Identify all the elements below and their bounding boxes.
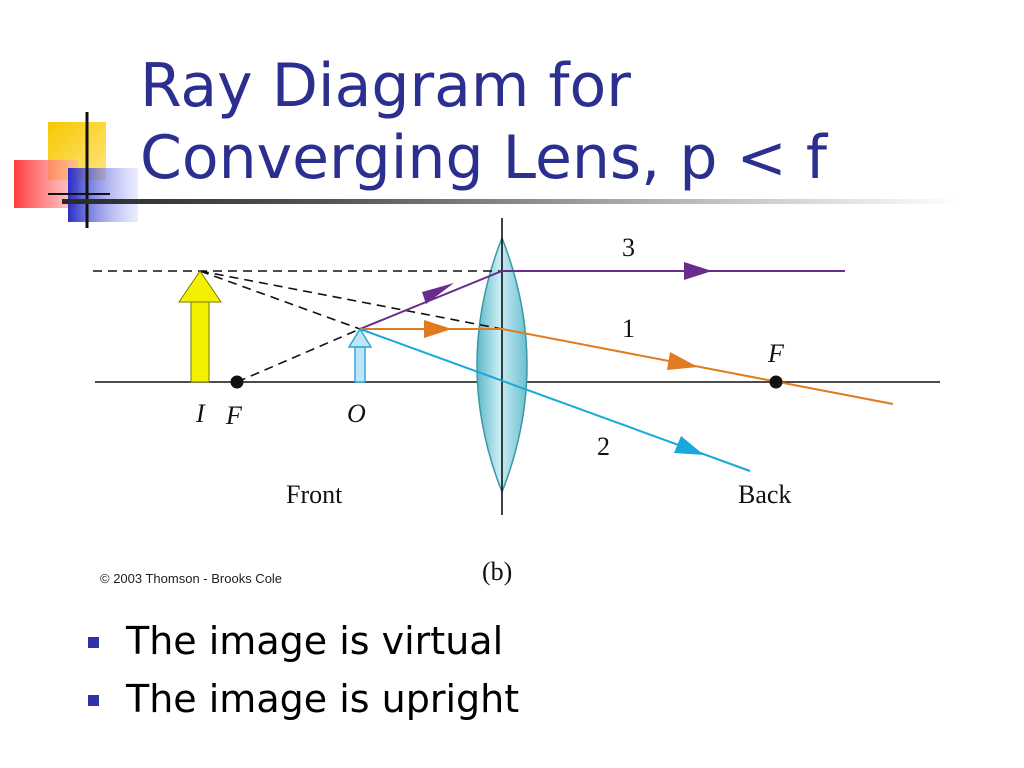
slide-title-line1: Ray Diagram for [140, 51, 631, 121]
dashed-ray3-focal [236, 328, 361, 383]
title-underline [62, 199, 962, 204]
ray-1 [360, 328, 894, 405]
bullet-item: The image is upright [88, 670, 519, 728]
label-front: Front [286, 480, 343, 509]
focal-point-front [230, 375, 244, 389]
label-ray-2: 2 [597, 432, 610, 461]
ray-3 [359, 270, 845, 330]
object-arrow [347, 327, 373, 383]
label-object: O [347, 399, 366, 428]
ray-1-arrowhead-2 [667, 352, 698, 370]
dashed-ray1-back [199, 270, 503, 330]
corner-decoration [14, 112, 138, 228]
label-ray-3: 3 [622, 233, 635, 262]
ray-3-arrowhead-1 [422, 283, 454, 304]
ray-3-arrowhead-2 [684, 262, 712, 280]
bullet-list: The image is virtual The image is uprigh… [88, 612, 519, 728]
figure-caption: (b) [482, 557, 512, 586]
focal-point-back [769, 375, 783, 389]
bullet-text: The image is upright [126, 677, 520, 721]
label-focal-back: F [767, 339, 785, 368]
bullet-item: The image is virtual [88, 612, 519, 670]
dashed-extensions [93, 270, 503, 383]
label-image: I [195, 399, 206, 428]
copyright-notice: © 2003 Thomson - Brooks Cole [100, 571, 283, 586]
slide-title-line2: Converging Lens, p < f [140, 123, 827, 193]
bullet-text: The image is virtual [126, 619, 504, 663]
dashed-ray2-back [199, 270, 361, 330]
ray-diagram: I F O F 3 1 2 Front Back (b) [93, 218, 940, 586]
bullet-square-icon [88, 695, 99, 706]
ray-2-arrowhead [674, 436, 704, 455]
image-arrow [178, 270, 222, 383]
label-back: Back [738, 480, 791, 509]
bullet-square-icon [88, 637, 99, 648]
slide-title: Ray Diagram for Converging Lens, p < f [140, 50, 1000, 194]
ray-1-arrowhead-1 [424, 320, 452, 338]
label-ray-1: 1 [622, 314, 635, 343]
label-focal-front: F [225, 401, 243, 430]
